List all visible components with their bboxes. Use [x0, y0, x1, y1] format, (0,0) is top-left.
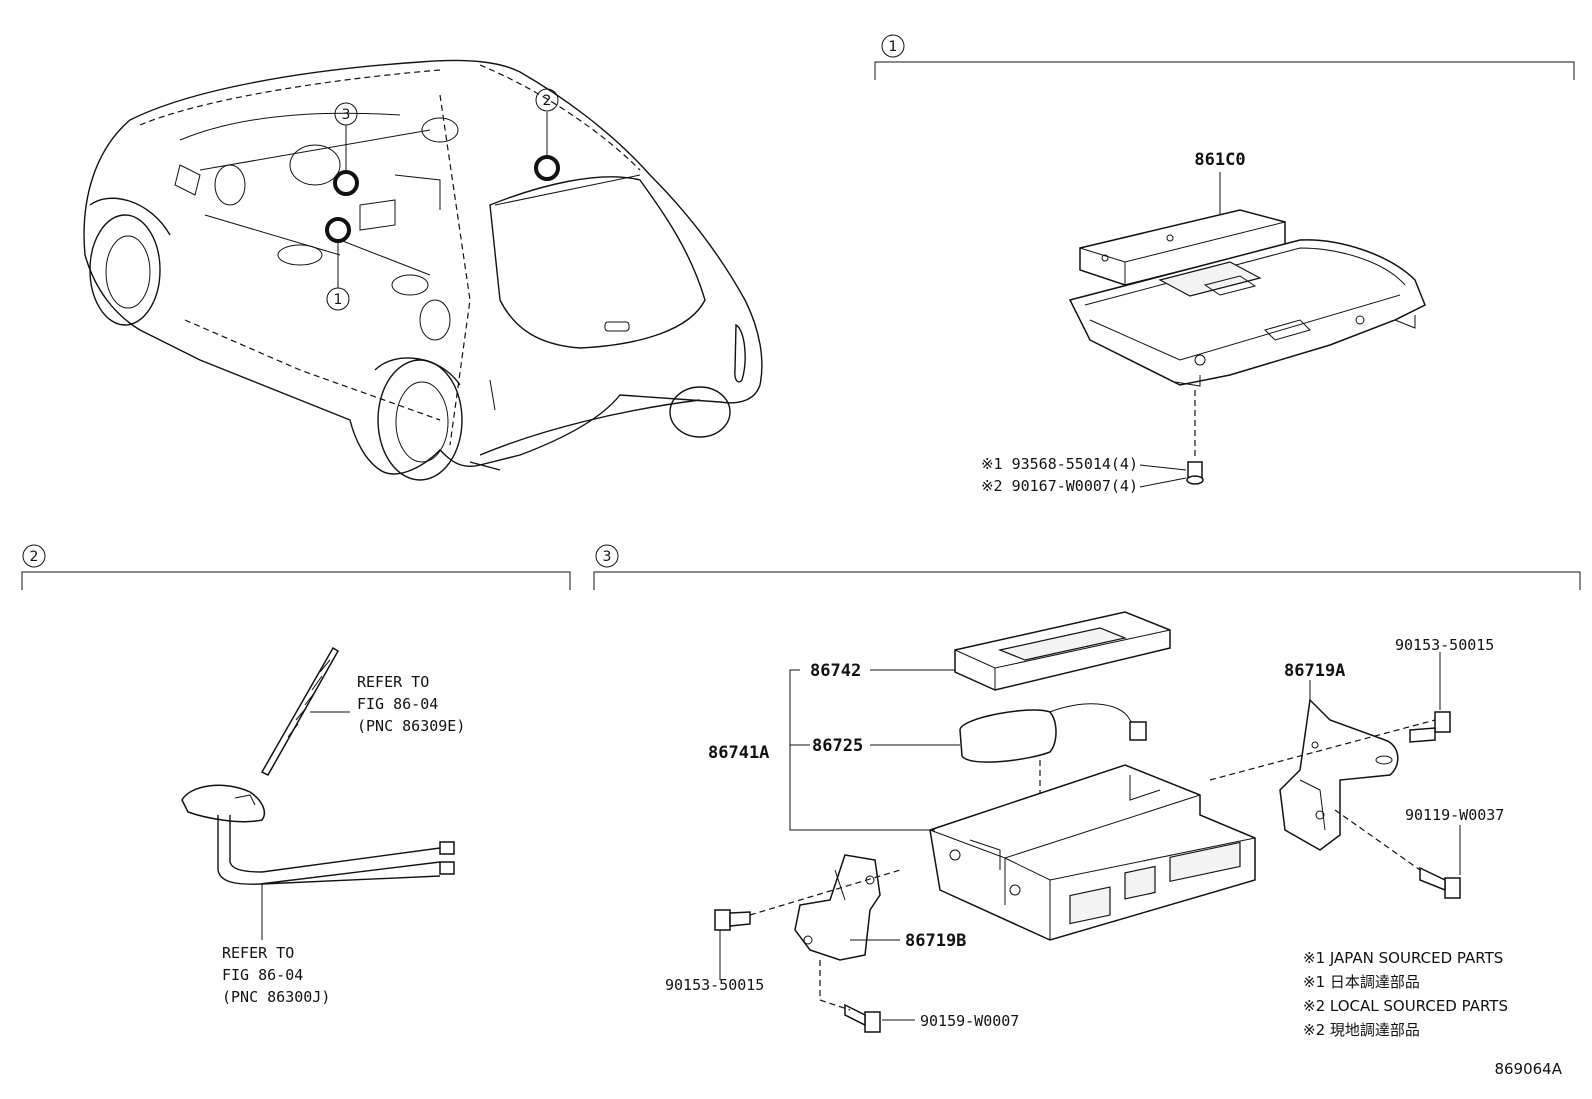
- antenna-ref-bottom-line1: REFER TO: [222, 944, 294, 962]
- note-japan-jp: ※1 日本調達部品: [1303, 973, 1420, 991]
- antenna-ref-top-line1: REFER TO: [357, 673, 429, 691]
- antenna-drawing: [181, 646, 455, 940]
- label-screw-jp: ※1 93568-55014(4): [981, 455, 1138, 473]
- note-local-en: ※2 LOCAL SOURCED PARTS: [1303, 997, 1508, 1015]
- label-86719A: 86719A: [1284, 661, 1345, 681]
- telematics-unit-drawing: [714, 611, 1461, 1033]
- section-2-number: 2: [30, 549, 39, 565]
- note-japan-en: ※1 JAPAN SOURCED PARTS: [1303, 949, 1503, 967]
- label-90153-50015-left: 90153-50015: [665, 976, 764, 994]
- note-local-jp: ※2 現地調達部品: [1303, 1021, 1420, 1039]
- label-86719B: 86719B: [905, 931, 966, 951]
- label-86742: 86742: [810, 661, 861, 681]
- antenna-ref-top-line2: FIG 86-04: [357, 695, 438, 713]
- section-3-number: 3: [603, 549, 612, 565]
- car-callout-2: 2: [543, 93, 552, 109]
- label-86741A: 86741A: [708, 743, 769, 763]
- car-callout-1: 1: [334, 292, 343, 308]
- car-callout-3: 3: [342, 107, 351, 123]
- antenna-ref-top-line3: (PNC 86309E): [357, 717, 465, 735]
- label-86725: 86725: [812, 736, 863, 756]
- figure-id: 869064A: [1494, 1060, 1562, 1078]
- antenna-ref-top: REFER TO FIG 86-04 (PNC 86309E): [357, 673, 465, 735]
- label-861C0: 861C0: [1194, 150, 1245, 170]
- label-90119-W0037: 90119-W0037: [1405, 806, 1504, 824]
- antenna-ref-bottom: REFER TO FIG 86-04 (PNC 86300J): [222, 944, 330, 1006]
- section-1-frame: [874, 34, 1575, 80]
- part-861C0-drawing: [1068, 172, 1426, 488]
- section-2-frame: [21, 544, 571, 590]
- label-90159-W0007: 90159-W0007: [920, 1012, 1019, 1030]
- label-90153-50015-right: 90153-50015: [1395, 636, 1494, 654]
- antenna-ref-bottom-line3: (PNC 86300J): [222, 988, 330, 1006]
- label-screw-local: ※2 90167-W0007(4): [981, 477, 1138, 495]
- section-1-number: 1: [889, 39, 898, 55]
- section-3-frame: [593, 544, 1581, 590]
- antenna-ref-bottom-line2: FIG 86-04: [222, 966, 303, 984]
- car-illustration: [83, 59, 763, 481]
